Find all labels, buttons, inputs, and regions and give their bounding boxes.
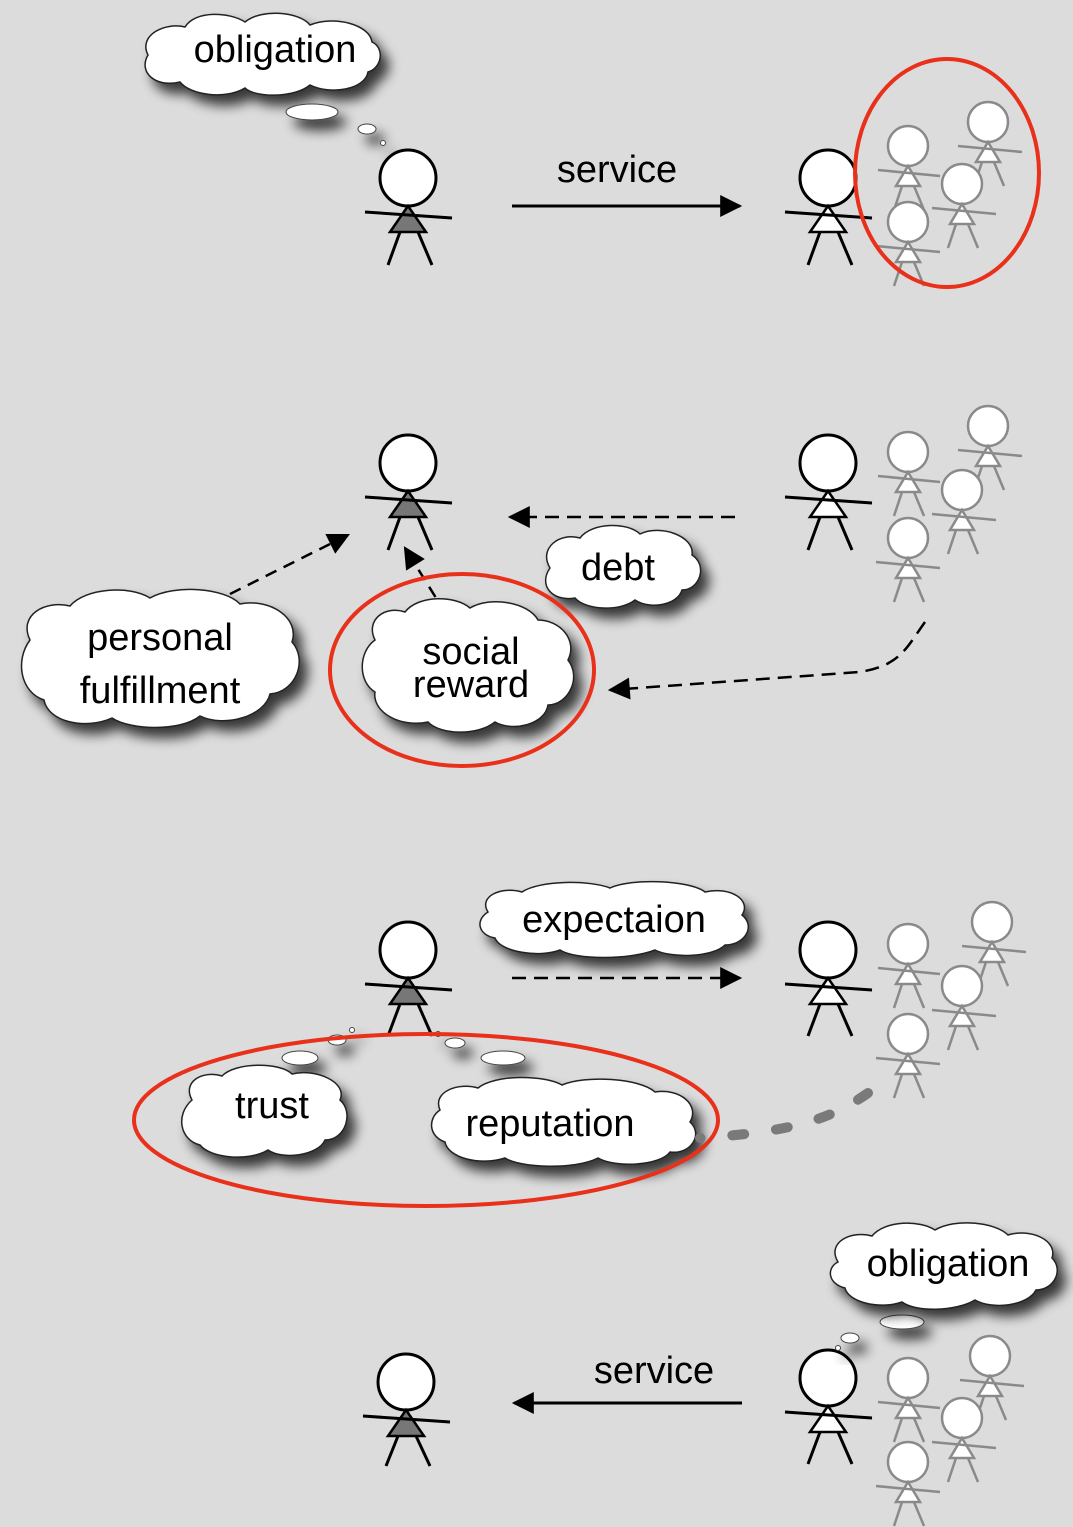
cloud-label-debt: debt <box>581 547 655 589</box>
group-members-3 <box>875 900 1027 1099</box>
panel-4: service obligation <box>362 1222 1058 1527</box>
group-highlight-ring-1 <box>853 57 1041 289</box>
cloud-debt <box>544 524 702 609</box>
cloud-label-fulfillment: fulfillment <box>80 670 241 712</box>
trust-reputation-highlight-ring <box>132 1032 720 1208</box>
individual-person-1 <box>364 148 453 266</box>
thought-bubbles-1 <box>285 103 386 146</box>
cloud-label-personal: personal <box>87 617 233 659</box>
group-leader-1 <box>784 148 873 266</box>
cloud-social-reward <box>361 597 575 733</box>
arrow-label-service-4: service <box>594 1350 714 1392</box>
arrow-label-expectaion: expectaion <box>522 899 706 941</box>
social-reward-highlight-ring <box>328 572 596 768</box>
group-to-social-reward-arrow <box>607 621 927 700</box>
individual-person-3 <box>364 920 453 1037</box>
thought-cloud-obligation-1 <box>144 12 381 96</box>
cloud-label-social-reward: social reward <box>413 631 529 706</box>
thought-label-obligation-4: obligation <box>867 1243 1030 1285</box>
panel-2: debt personal fulfillment social reward <box>20 404 1023 768</box>
panel-1: obligation service <box>144 12 1041 289</box>
cloud-label-reward: reward <box>413 664 529 706</box>
thought-label-obligation-1: obligation <box>194 29 357 71</box>
thought-cloud-obligation-4 <box>829 1222 1058 1310</box>
thought-label-trust: trust <box>235 1085 309 1127</box>
individual-person-4 <box>362 1352 451 1467</box>
fulfillment-arrow <box>211 533 350 605</box>
cloud-trust <box>181 1064 348 1158</box>
individual-person-2 <box>364 433 453 551</box>
group-leader-3 <box>784 920 873 1037</box>
group-leader-4 <box>784 1348 873 1465</box>
thought-bubbles-4 <box>835 1314 925 1351</box>
group-leader-2 <box>784 433 873 551</box>
reputation-link <box>695 1088 873 1143</box>
arrow-label-service-1: service <box>557 149 677 191</box>
cloud-label-social: social <box>422 631 519 673</box>
thought-bubbles-3 <box>281 1027 526 1066</box>
cloud-label-personal-fulfillment: personal fulfillment <box>80 617 241 712</box>
cloud-expectation <box>479 880 749 959</box>
cloud-personal-fulfillment <box>20 588 300 729</box>
group-members-2 <box>875 404 1023 603</box>
group-members-1 <box>875 100 1023 287</box>
panel-3: expectaion trust <box>132 880 1027 1208</box>
thought-label-reputation: reputation <box>465 1103 634 1145</box>
social-reward-arrow <box>403 546 448 615</box>
group-members-4 <box>875 1334 1025 1527</box>
